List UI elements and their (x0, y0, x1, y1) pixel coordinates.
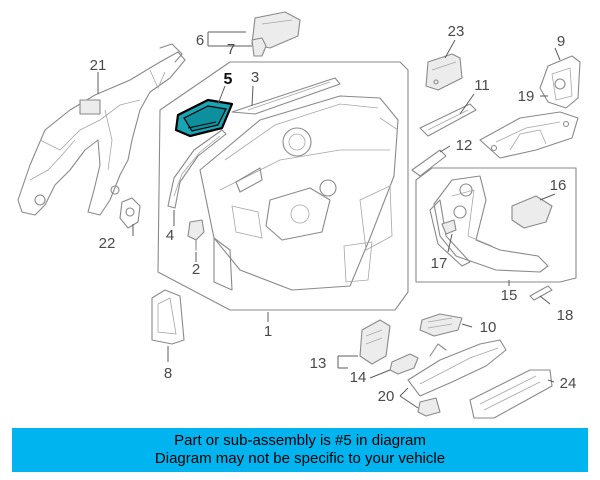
dashboard-body (199, 95, 399, 291)
callout-21: 21 (90, 57, 107, 74)
part-8-panel (151, 289, 185, 345)
part-2-clip (187, 219, 205, 251)
part-1-frame (157, 61, 409, 311)
part-22-bracket (119, 197, 141, 229)
part-4-strip (167, 129, 227, 209)
part-12-strip (411, 149, 447, 177)
part-17-clip (441, 219, 457, 235)
part-3-strip (231, 77, 341, 115)
callout-5: 5 (224, 71, 233, 88)
callout-1: 1 (264, 323, 272, 340)
part-20-clip (417, 397, 441, 417)
callout-11: 11 (474, 77, 490, 94)
callout-6: 6 (196, 32, 204, 49)
callout-7: 7 (227, 41, 235, 58)
console-trim (429, 175, 549, 273)
part-9-bracket (539, 55, 581, 109)
part-18-strip (529, 285, 553, 301)
callout-3: 3 (251, 69, 259, 86)
part-21-cross-beam (17, 43, 186, 216)
parts-diagram: 21 22 6 7 5 3 4 2 1 8 23 9 19 11 12 16 1… (17, 11, 581, 419)
callout-15: 15 (501, 287, 518, 304)
banner-line-1: Part or sub-assembly is #5 in diagram (174, 432, 426, 449)
callout-14: 14 (350, 369, 367, 386)
callout-18: 18 (557, 307, 574, 324)
part-24-vent (469, 369, 553, 419)
callout-9: 9 (557, 33, 565, 50)
duct-assembly (407, 339, 507, 397)
part-5-highlighted (174, 98, 234, 138)
part-11-strip (419, 103, 477, 137)
leader-lines (97, 31, 561, 409)
callout-23: 23 (448, 23, 465, 40)
callout-4: 4 (166, 227, 174, 244)
part-7-clip (251, 37, 267, 57)
callout-8: 8 (164, 365, 172, 382)
info-banner: Part or sub-assembly is #5 in diagram Di… (12, 428, 588, 472)
callout-19: 19 (518, 88, 535, 105)
part-19-bracket (479, 111, 579, 159)
part-16-pad (511, 195, 553, 229)
callout-12: 12 (456, 137, 473, 154)
part-10-vent (419, 313, 463, 337)
callout-13: 13 (310, 355, 327, 372)
part-15-frame (415, 167, 577, 283)
callout-24: 24 (560, 375, 577, 392)
callout-10: 10 (480, 319, 497, 336)
callout-2: 2 (192, 261, 200, 278)
part-23-module (425, 53, 463, 91)
callout-16: 16 (550, 177, 567, 194)
banner-line-2: Diagram may not be specific to your vehi… (154, 450, 446, 467)
callout-numbers: 21 22 6 7 5 3 4 2 1 8 23 9 19 11 12 16 1… (90, 23, 577, 405)
part-13-housing (359, 319, 391, 365)
callout-17: 17 (431, 255, 448, 272)
part-14-vent (389, 353, 419, 375)
callout-22: 22 (99, 235, 116, 252)
callout-20: 20 (378, 388, 395, 405)
